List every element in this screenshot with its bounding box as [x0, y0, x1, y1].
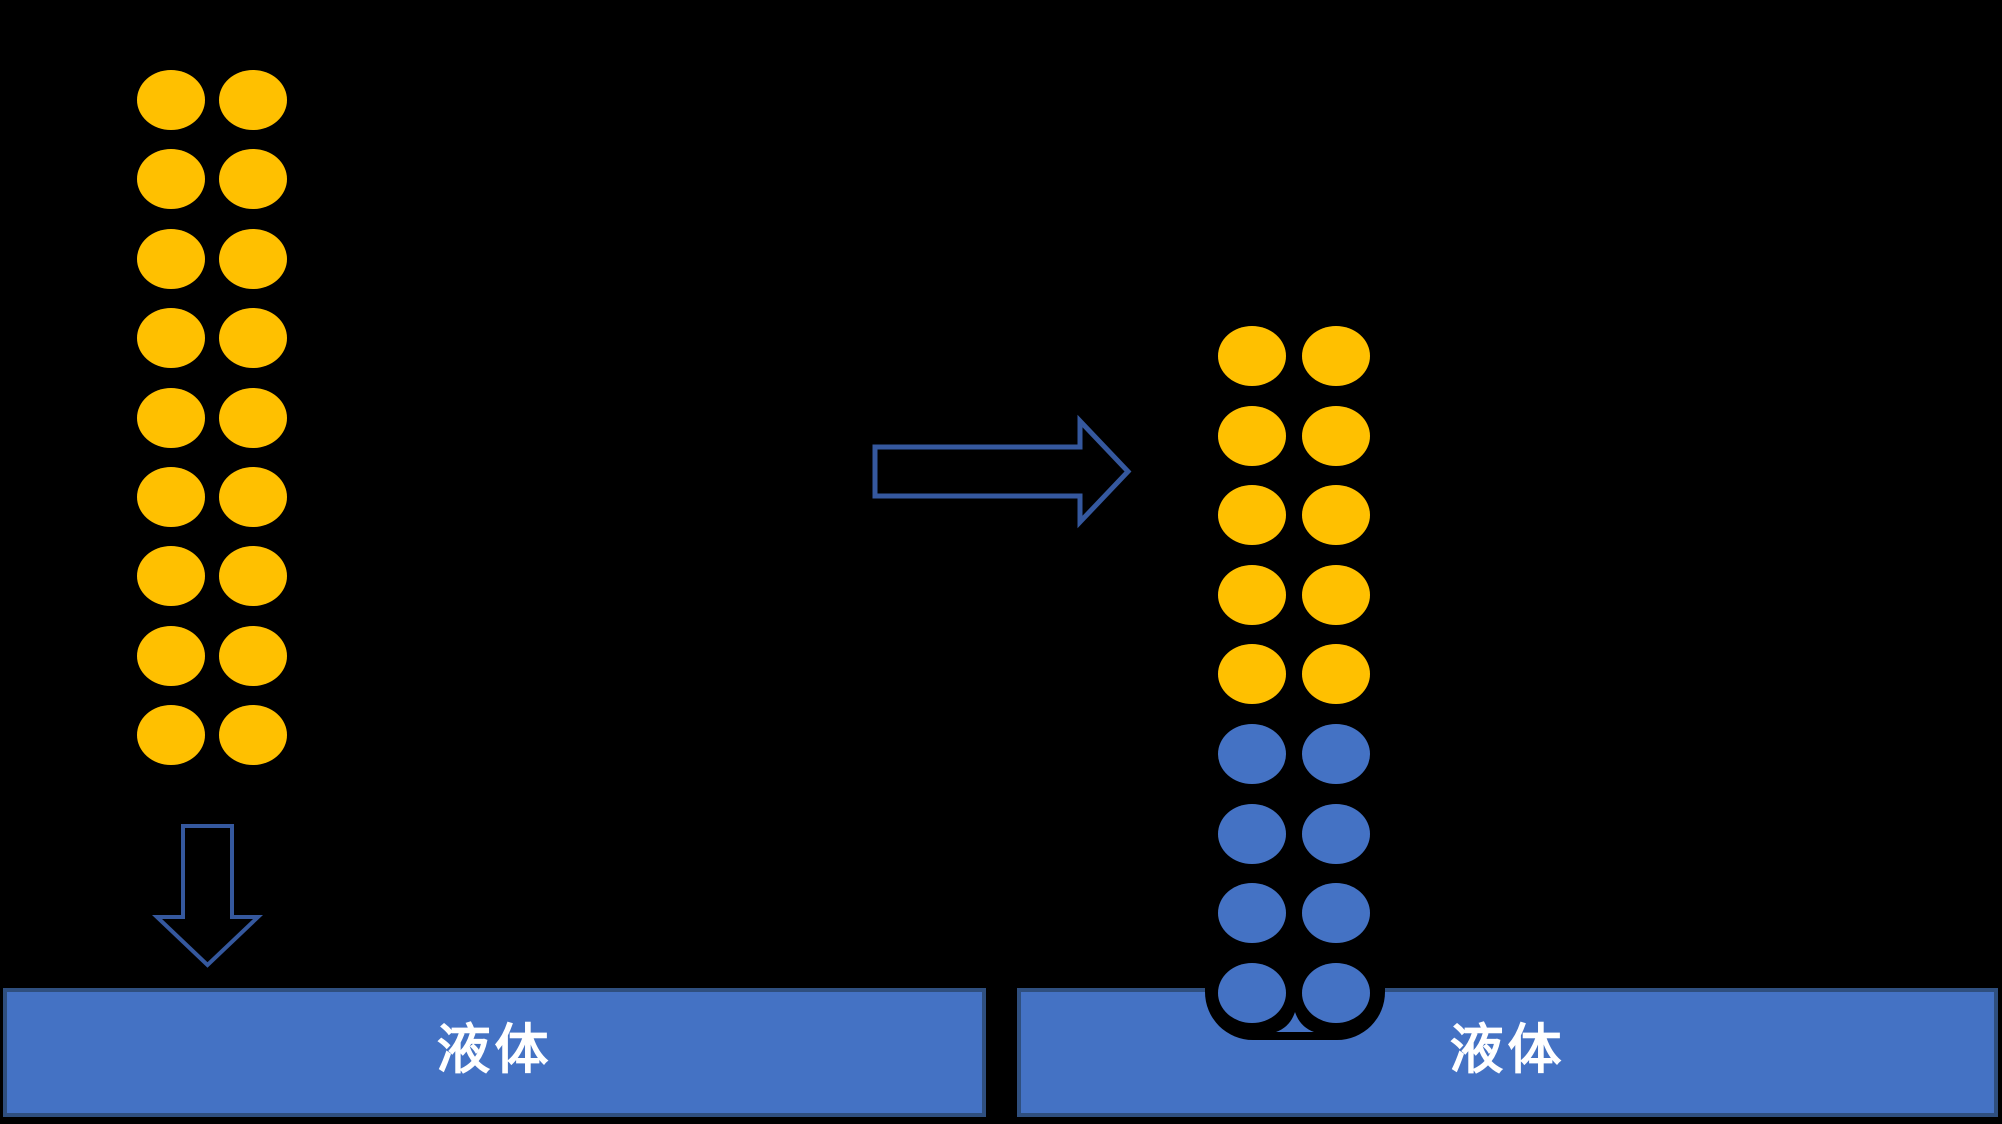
particle: [218, 705, 287, 766]
particle: [218, 308, 287, 369]
particle: [137, 546, 205, 607]
particle: [218, 228, 287, 289]
particle: [218, 149, 287, 210]
particle: [218, 467, 287, 527]
particle: [1218, 405, 1286, 466]
particle: [1301, 803, 1370, 864]
down-arrow-icon: [151, 824, 264, 968]
particle: [1218, 883, 1286, 944]
particle: [137, 467, 205, 527]
particle: [1218, 485, 1286, 546]
liquid-bar-left: 液体: [3, 988, 986, 1117]
particle: [137, 149, 205, 210]
particle: [1301, 962, 1370, 1023]
particle: [1218, 962, 1286, 1023]
particle: [1218, 326, 1286, 386]
particle: [1301, 485, 1370, 546]
particle: [1218, 724, 1286, 784]
particle: [137, 705, 205, 766]
particle: [1301, 405, 1370, 466]
particle: [1301, 564, 1370, 625]
particle: [137, 387, 205, 448]
particle: [1301, 644, 1370, 705]
particle: [137, 70, 205, 130]
particle: [218, 70, 287, 130]
right-arrow-icon: [872, 414, 1132, 529]
particle: [137, 228, 205, 289]
particle: [1301, 724, 1370, 784]
particle: [1218, 803, 1286, 864]
particle: [218, 546, 287, 607]
particle: [218, 625, 287, 686]
particle: [1218, 564, 1286, 625]
particle: [1301, 883, 1370, 944]
liquid-label-right: 液体: [1449, 1017, 1566, 1081]
particle: [218, 387, 287, 448]
particle: [1218, 644, 1286, 705]
particle: [1301, 326, 1370, 386]
liquid-bar-right: 液体: [1017, 988, 1998, 1117]
liquid-label-left: 液体: [436, 1017, 553, 1081]
particle: [137, 625, 205, 686]
particle: [137, 308, 205, 369]
